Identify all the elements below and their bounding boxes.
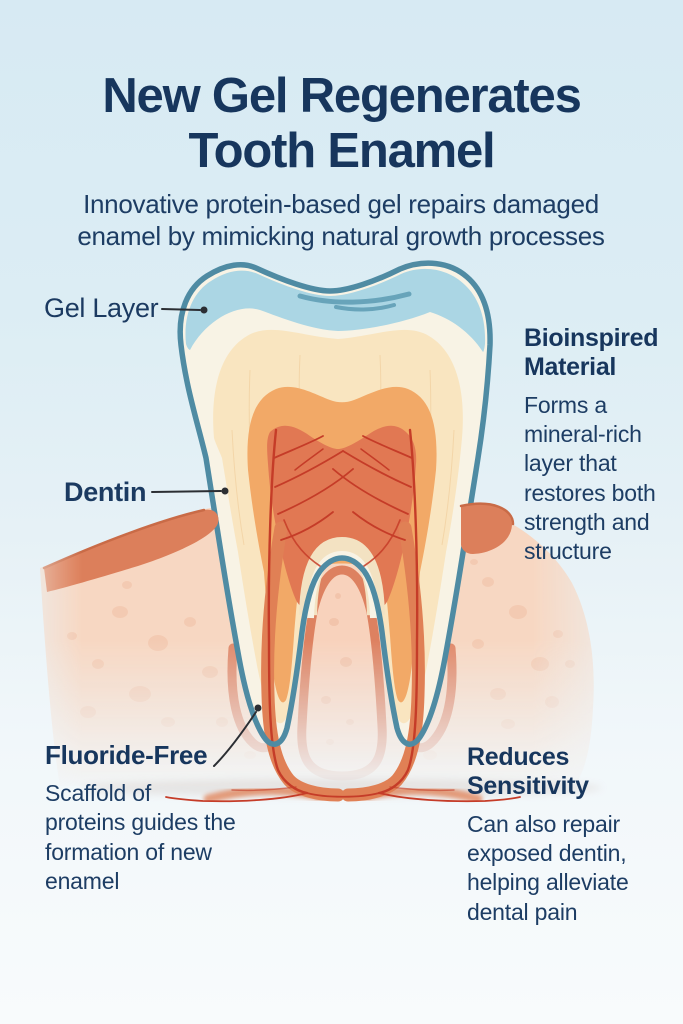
- gel-layer-pointer-dot: [200, 306, 208, 314]
- gum-ridge-left: [42, 508, 219, 592]
- fluoride-free-pointer-line: [213, 711, 257, 767]
- callout-bioinspired-material: Bioinspired Material Forms a mineral-ric…: [524, 324, 683, 566]
- dentin-pointer-line: [151, 490, 222, 493]
- subtitle: Innovative protein-based gel repairs dam…: [77, 189, 605, 251]
- gum-ridge-right: [459, 502, 515, 554]
- gum-between-roots-speckles: [321, 593, 354, 745]
- fluoride-free-pointer-dot: [254, 704, 262, 712]
- reduces-sensitivity-body: Can also repair exposed dentin, helping …: [467, 811, 629, 925]
- bioinspired-material-heading: Bioinspired Material: [524, 324, 659, 381]
- gel-layer-shape: [185, 268, 486, 352]
- gel-layer-pointer-line: [161, 308, 201, 311]
- gum-speckles: [67, 559, 575, 760]
- callout-reduces-sensitivity: Reduces Sensitivity Can also repair expo…: [467, 743, 672, 927]
- callout-fluoride-free: Fluoride-Free Scaffold of proteins guide…: [45, 740, 237, 896]
- gel-swoosh-upper: [297, 291, 412, 305]
- pointer-lines: [151, 306, 262, 767]
- bioinspired-material-body: Forms a mineral-rich layer that restores…: [524, 392, 656, 565]
- dentin-pointer-dot: [221, 487, 229, 495]
- dentin-label: Dentin: [64, 477, 147, 507]
- fluoride-free-body: Scaffold of proteins guides the formatio…: [45, 780, 236, 894]
- gum-ridge-right-edge: [459, 502, 515, 526]
- title-line-2: Tooth Enamel: [188, 123, 496, 178]
- gum-ridge-left-edge: [42, 508, 206, 570]
- reduces-sensitivity-heading: Reduces Sensitivity: [467, 743, 589, 800]
- tooth: [165, 260, 521, 804]
- gel-layer-label: Gel Layer: [44, 293, 159, 323]
- title-line-1: New Gel Regenerates: [102, 68, 582, 123]
- tooth-outline: [177, 260, 493, 747]
- blood-vessels: [165, 428, 521, 803]
- gel-swoosh-lower: [334, 303, 396, 312]
- fluoride-free-heading: Fluoride-Free: [45, 740, 208, 770]
